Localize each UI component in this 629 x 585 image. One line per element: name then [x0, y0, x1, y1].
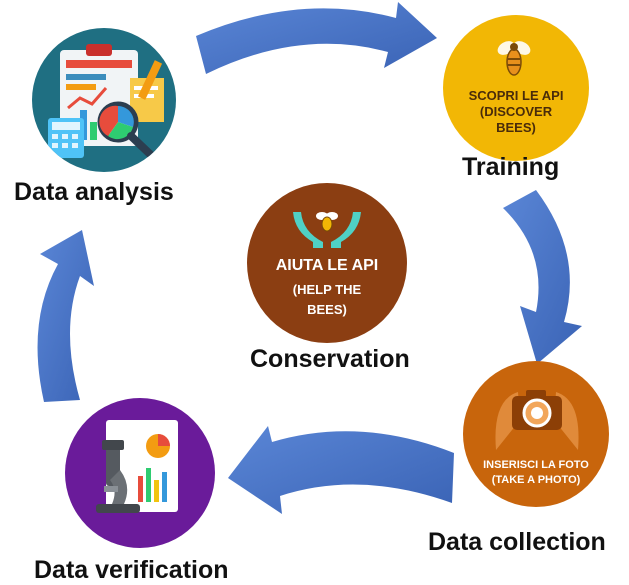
label-data-analysis: Data analysis: [14, 178, 174, 206]
arrow-analysis-to-training: [196, 2, 437, 74]
training-badge-main: SCOPRI LE API: [469, 88, 564, 103]
conservation-badge-sub-1: (HELP THE: [293, 282, 362, 297]
badge-texts: SCOPRI LE API (DISCOVER BEES) AIUTA LE A…: [276, 88, 590, 486]
training-badge-sub-1: (DISCOVER: [480, 104, 553, 119]
clipboard-chart-magnifier-icon: [48, 44, 164, 160]
bee-icon: [497, 41, 531, 76]
badge-conservation: [247, 183, 407, 343]
label-conservation: Conservation: [250, 345, 410, 373]
arrow-collection-to-verification: [228, 426, 454, 514]
microscope-chart-icon: [96, 420, 178, 513]
hands-bee-icon: [293, 212, 361, 248]
badge-training-circle: [443, 15, 589, 161]
badge-data-verification: [65, 398, 215, 548]
badge-training: [443, 15, 589, 161]
label-training: Training: [462, 153, 560, 181]
badge-data-collection-circle: [463, 361, 609, 507]
camera-hands-icon: [495, 390, 579, 450]
arrow-verification-to-analysis: [37, 230, 94, 402]
label-data-collection: Data collection: [428, 528, 606, 556]
label-data-verification: Data verification: [34, 556, 229, 584]
arrow-training-to-collection: [503, 190, 582, 364]
badge-data-analysis: [32, 28, 176, 172]
collection-badge-main: INSERISCI LA FOTO: [483, 459, 589, 471]
badge-conservation-circle: [247, 183, 407, 343]
conservation-badge-sub-2: BEES): [307, 302, 347, 317]
badge-data-collection: [463, 361, 609, 507]
conservation-badge-main: AIUTA LE API: [276, 257, 379, 274]
training-badge-sub-2: BEES): [496, 120, 536, 135]
collection-badge-sub: (TAKE A PHOTO): [492, 474, 581, 486]
cycle-arrows: [37, 2, 582, 514]
